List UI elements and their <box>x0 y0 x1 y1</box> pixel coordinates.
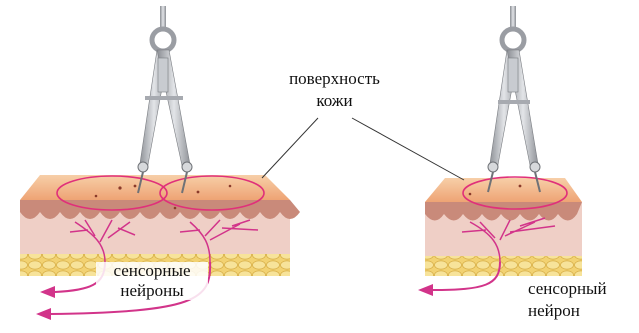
skin-surface-label-line2: кожи <box>272 92 397 110</box>
sensory-neurons-label-line2: нейроны <box>96 282 208 300</box>
arrow-left-icon <box>40 286 55 298</box>
skin-surface <box>425 178 582 202</box>
sensory-neuron-label-line2: нейрон <box>528 302 638 320</box>
skin-surface-label: поверхность кожи <box>272 70 397 110</box>
arrow-left-icon <box>36 308 51 320</box>
skin-surface-label-line1: поверхность <box>272 70 397 88</box>
sensory-neurons-label: сенсорные нейроны <box>96 262 208 300</box>
arrow-left-icon <box>418 284 433 296</box>
sensory-neurons-label-line1: сенсорные <box>96 262 208 280</box>
sensory-neuron-label-line1: сенсорный <box>528 280 638 298</box>
fat-layer <box>425 256 582 276</box>
sensory-neuron-label: сенсорный нейрон <box>528 280 638 320</box>
leader-lines <box>262 118 464 180</box>
compass-icon <box>138 6 192 193</box>
compass-icon <box>488 6 540 192</box>
